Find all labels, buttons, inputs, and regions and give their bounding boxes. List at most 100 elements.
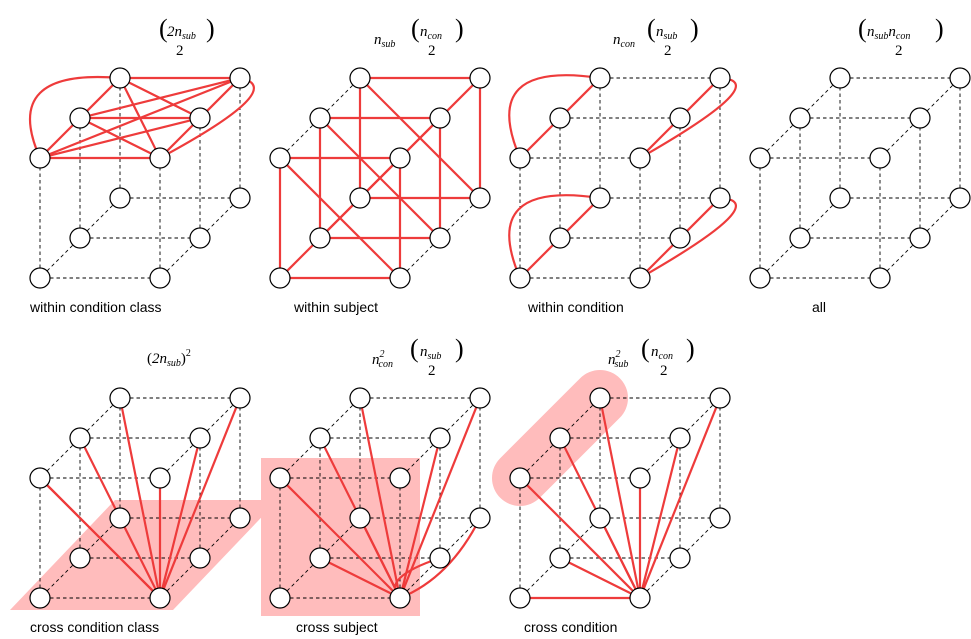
lattice-node bbox=[589, 67, 611, 89]
lattice-node bbox=[109, 507, 131, 529]
svg-text:nsub: nsub bbox=[420, 344, 441, 362]
lattice-node bbox=[869, 147, 891, 169]
pair-edge bbox=[646, 124, 674, 152]
lattice-node bbox=[909, 107, 931, 129]
lattice-node bbox=[389, 587, 411, 609]
caption-cross-condition: cross condition bbox=[524, 619, 617, 635]
lattice-node bbox=[669, 227, 691, 249]
svg-text:): ) bbox=[455, 334, 464, 363]
pair-edge bbox=[526, 124, 554, 152]
formula-within-subject: nsub ( ncon 2 ) bbox=[374, 14, 464, 59]
svg-text:2: 2 bbox=[895, 43, 903, 59]
svg-text:(: ( bbox=[641, 334, 650, 363]
lattice-nodes bbox=[29, 67, 971, 609]
lattice-node bbox=[749, 267, 771, 289]
caption-within-condition-class: within condition class bbox=[29, 299, 162, 315]
pair-edge bbox=[641, 447, 679, 589]
pair-edge bbox=[46, 484, 154, 592]
pair-edge bbox=[402, 406, 478, 590]
lattice-node bbox=[629, 267, 651, 289]
pair-edge bbox=[603, 526, 637, 590]
svg-text:): ) bbox=[686, 334, 695, 363]
lattice-edge bbox=[806, 204, 834, 232]
lattice-node bbox=[29, 587, 51, 609]
lattice-edge bbox=[326, 84, 354, 112]
highlight-band-condition-class bbox=[10, 500, 278, 610]
lattice-node bbox=[509, 467, 531, 489]
lattice-node bbox=[389, 267, 411, 289]
lattice-node bbox=[109, 187, 131, 209]
lattice-node bbox=[909, 227, 931, 249]
svg-text:(: ( bbox=[858, 14, 867, 43]
svg-text:2: 2 bbox=[664, 43, 672, 59]
lattice-edge bbox=[46, 444, 74, 472]
pair-edge bbox=[401, 447, 439, 589]
lattice-edge bbox=[166, 444, 194, 472]
lattice-edge bbox=[646, 444, 674, 472]
lattice-node bbox=[429, 547, 451, 569]
lattice-node bbox=[709, 507, 731, 529]
pair-edge bbox=[526, 244, 554, 272]
lattice-node bbox=[589, 187, 611, 209]
lattice-node bbox=[349, 387, 371, 409]
lattice-node bbox=[189, 427, 211, 449]
pair-edge bbox=[526, 484, 634, 592]
lattice-node bbox=[629, 467, 651, 489]
pair-edge bbox=[646, 244, 674, 272]
lattice-edge bbox=[86, 204, 114, 232]
lattice-node bbox=[469, 507, 491, 529]
lattice-node bbox=[69, 427, 91, 449]
pair-edge bbox=[161, 447, 199, 589]
lattice-node bbox=[109, 67, 131, 89]
pair-edge bbox=[686, 204, 714, 232]
lattice-node bbox=[69, 227, 91, 249]
lattice-node bbox=[589, 507, 611, 529]
lattice-node bbox=[269, 267, 291, 289]
lattice-node bbox=[549, 227, 571, 249]
lattice-edge bbox=[926, 204, 954, 232]
lattice-node bbox=[309, 547, 331, 569]
svg-text:nsubncon: nsubncon bbox=[867, 24, 910, 42]
lattice-node bbox=[509, 587, 531, 609]
lattice-node bbox=[189, 107, 211, 129]
formula-cross-condition-class: (2nsub)2 bbox=[147, 348, 191, 369]
lattice-node bbox=[669, 107, 691, 129]
lattice-node bbox=[629, 587, 651, 609]
pair-edge bbox=[206, 84, 234, 112]
pair-edges bbox=[29, 74, 737, 600]
pair-edge bbox=[162, 406, 238, 590]
lattice-node bbox=[629, 147, 651, 169]
lattice-node bbox=[69, 107, 91, 129]
lattice-node bbox=[269, 147, 291, 169]
lattice-node bbox=[469, 67, 491, 89]
pair-edge-arc bbox=[29, 75, 121, 159]
pair-edge bbox=[128, 81, 192, 115]
lattice-node bbox=[469, 387, 491, 409]
lattice-node bbox=[829, 67, 851, 89]
svg-text:ncon: ncon bbox=[613, 32, 635, 50]
lattice-node bbox=[269, 587, 291, 609]
pair-edge bbox=[566, 84, 594, 112]
highlight-bands bbox=[10, 370, 628, 616]
svg-text:): ) bbox=[455, 14, 464, 43]
pair-edge bbox=[86, 84, 114, 112]
lattice-edge bbox=[766, 244, 794, 272]
svg-text:nsub: nsub bbox=[656, 24, 677, 42]
lattice-edge bbox=[166, 244, 194, 272]
lattice-edge bbox=[686, 524, 714, 552]
lattice-node bbox=[109, 387, 131, 409]
lattice-node bbox=[189, 227, 211, 249]
pair-edge bbox=[363, 526, 397, 590]
svg-text:(: ( bbox=[159, 14, 168, 43]
lattice-node bbox=[429, 427, 451, 449]
pair-edge bbox=[88, 121, 152, 155]
lattice-edge bbox=[406, 244, 434, 272]
svg-text:2nsub: 2nsub bbox=[167, 24, 196, 42]
pair-edge bbox=[686, 84, 714, 112]
lattice-node bbox=[709, 187, 731, 209]
pair-edge-arc bbox=[399, 517, 481, 600]
